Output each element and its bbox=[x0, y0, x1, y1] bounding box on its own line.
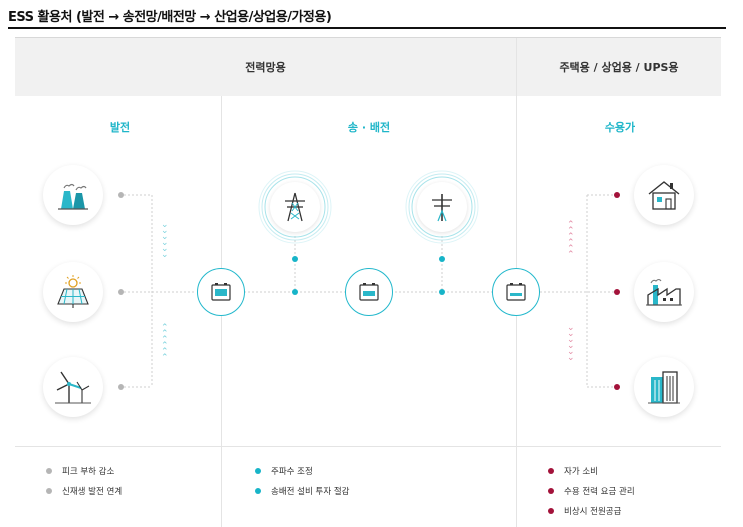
transmission-bullet: 송배전 설비 투자 절감 bbox=[255, 485, 350, 497]
consumer-bullet: 비상시 전원공급 bbox=[548, 505, 621, 517]
bullet-dot bbox=[255, 488, 261, 494]
consumer-bullet: 자가 소비 bbox=[548, 465, 598, 477]
generation-bullet: 피크 부하 감소 bbox=[46, 465, 114, 477]
chevron-down-flow-icon: ⌄⌄⌄⌄⌄⌄ bbox=[567, 323, 575, 363]
transmission-tower-icon bbox=[285, 192, 305, 222]
factory-node bbox=[634, 262, 694, 322]
bullet-dot bbox=[46, 488, 52, 494]
battery-icon bbox=[506, 283, 526, 301]
house-icon bbox=[648, 181, 680, 210]
bullet-text: 신재생 발전 연계 bbox=[62, 487, 123, 497]
header-grid-label: 전력망용 bbox=[245, 61, 286, 74]
transmission-connector-dot bbox=[292, 256, 298, 262]
battery-icon bbox=[211, 283, 231, 301]
transmission-connector-dot bbox=[439, 256, 445, 262]
bullet-text: 피크 부하 감소 bbox=[62, 467, 115, 477]
generation-connector-dot bbox=[118, 289, 124, 295]
chevron-up-flow-icon: ⌃⌃⌃⌃⌃⌃ bbox=[161, 323, 169, 363]
generation-connector-dot bbox=[118, 192, 124, 198]
bullet-dot bbox=[548, 488, 554, 494]
page-title: ESS 활용처 (발전 → 송전망/배전망 → 산업용/상업용/가정용) bbox=[8, 10, 332, 25]
chevron-down-flow-icon: ⌄⌄⌄⌄⌄⌄ bbox=[161, 220, 169, 260]
bullet-text: 자가 소비 bbox=[564, 467, 598, 477]
generation-bullet: 신재생 발전 연계 bbox=[46, 485, 122, 497]
bullet-dot bbox=[548, 468, 554, 474]
consumer-connector-dot bbox=[614, 289, 620, 295]
bullet-text: 주파수 조정 bbox=[271, 467, 313, 477]
power-plant-icon bbox=[58, 183, 88, 210]
consumer-connector-dot bbox=[614, 192, 620, 198]
consumer-bullet: 수용 전력 요금 관리 bbox=[548, 485, 635, 497]
section-consumer-title: 수용가 bbox=[604, 121, 636, 134]
section-transmission-title: 송 · 배전 bbox=[347, 121, 391, 134]
generation-connector-dot bbox=[118, 384, 124, 390]
bullet-text: 비상시 전원공급 bbox=[564, 507, 622, 517]
solar-panel-icon bbox=[57, 275, 89, 308]
consumer-connector-dot bbox=[614, 384, 620, 390]
factory-icon bbox=[646, 278, 682, 306]
wind-turbine-node bbox=[43, 357, 103, 417]
battery-icon bbox=[359, 283, 379, 301]
building-node bbox=[634, 357, 694, 417]
distribution-pole-node bbox=[417, 182, 467, 232]
wind-turbine-icon bbox=[55, 371, 91, 404]
section-generation-title: 발전 bbox=[109, 121, 131, 134]
chevron-up-flow-icon: ⌃⌃⌃⌃⌃⌃ bbox=[567, 220, 575, 260]
ess-battery-node bbox=[197, 268, 245, 316]
bullet-dot bbox=[548, 508, 554, 514]
distribution-pole-icon bbox=[432, 194, 452, 222]
bullet-dot bbox=[255, 468, 261, 474]
ess-battery-node bbox=[492, 268, 540, 316]
transmission-connector-dot bbox=[439, 289, 445, 295]
transmission-bullet: 주파수 조정 bbox=[255, 465, 313, 477]
house-node bbox=[634, 165, 694, 225]
title-rule bbox=[8, 27, 726, 29]
header-grid-use: 전력망용 bbox=[15, 38, 516, 96]
bullet-dot bbox=[46, 468, 52, 474]
bullet-text: 수용 전력 요금 관리 bbox=[564, 487, 635, 497]
transmission-tower-node bbox=[270, 182, 320, 232]
header-customer-label: 주택용 / 상업용 / UPS용 bbox=[559, 61, 679, 74]
bullet-text: 송배전 설비 투자 절감 bbox=[271, 487, 350, 497]
ess-battery-node bbox=[345, 268, 393, 316]
building-icon bbox=[648, 371, 680, 404]
header-customer-use: 주택용 / 상업용 / UPS용 bbox=[517, 38, 721, 96]
solar-panel-node bbox=[43, 262, 103, 322]
power-plant-node bbox=[43, 165, 103, 225]
transmission-connector-dot bbox=[292, 289, 298, 295]
bottom-separator bbox=[15, 446, 721, 447]
header-top-border bbox=[15, 37, 721, 38]
